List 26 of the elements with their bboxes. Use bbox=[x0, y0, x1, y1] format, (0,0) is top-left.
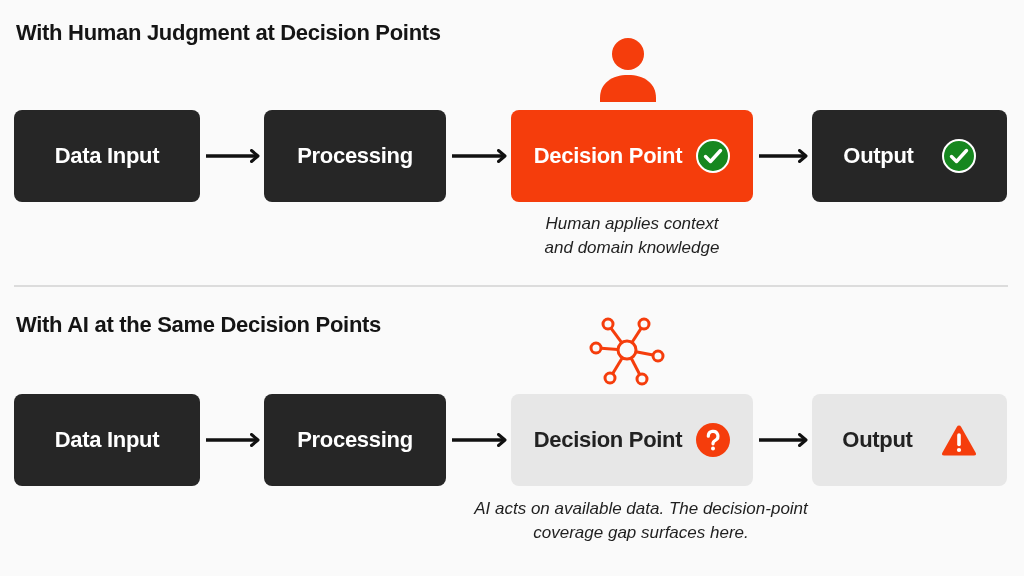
decision-box bbox=[511, 394, 753, 486]
node-label: Decision Point bbox=[533, 143, 683, 169]
node-label: Data Input bbox=[54, 143, 160, 169]
process-box bbox=[14, 110, 200, 202]
decision-box bbox=[511, 110, 753, 202]
node-label: Processing bbox=[297, 143, 413, 169]
process-box bbox=[264, 394, 446, 486]
node-label: Output bbox=[842, 427, 913, 453]
arrow bbox=[452, 433, 507, 447]
arrow bbox=[206, 433, 260, 447]
output-box bbox=[812, 394, 1007, 486]
arrow bbox=[452, 149, 507, 163]
node-label: Decision Point bbox=[533, 427, 683, 453]
caption-text: Human applies context and domain knowledge bbox=[543, 213, 721, 259]
output-box bbox=[812, 110, 1007, 202]
arrow bbox=[759, 433, 808, 447]
process-box bbox=[264, 110, 446, 202]
section-heading: With Human Judgment at Decision Points bbox=[16, 20, 441, 46]
node-label: Processing bbox=[297, 427, 413, 453]
section-heading: With AI at the Same Decision Points bbox=[16, 312, 381, 338]
process-box bbox=[14, 394, 200, 486]
node-label: Data Input bbox=[54, 427, 160, 453]
arrow bbox=[759, 149, 808, 163]
caption-text: AI acts on available data. The decision-point coverage gap surfaces here. bbox=[472, 498, 810, 544]
arrow bbox=[206, 149, 260, 163]
node-label: Output bbox=[843, 143, 914, 169]
